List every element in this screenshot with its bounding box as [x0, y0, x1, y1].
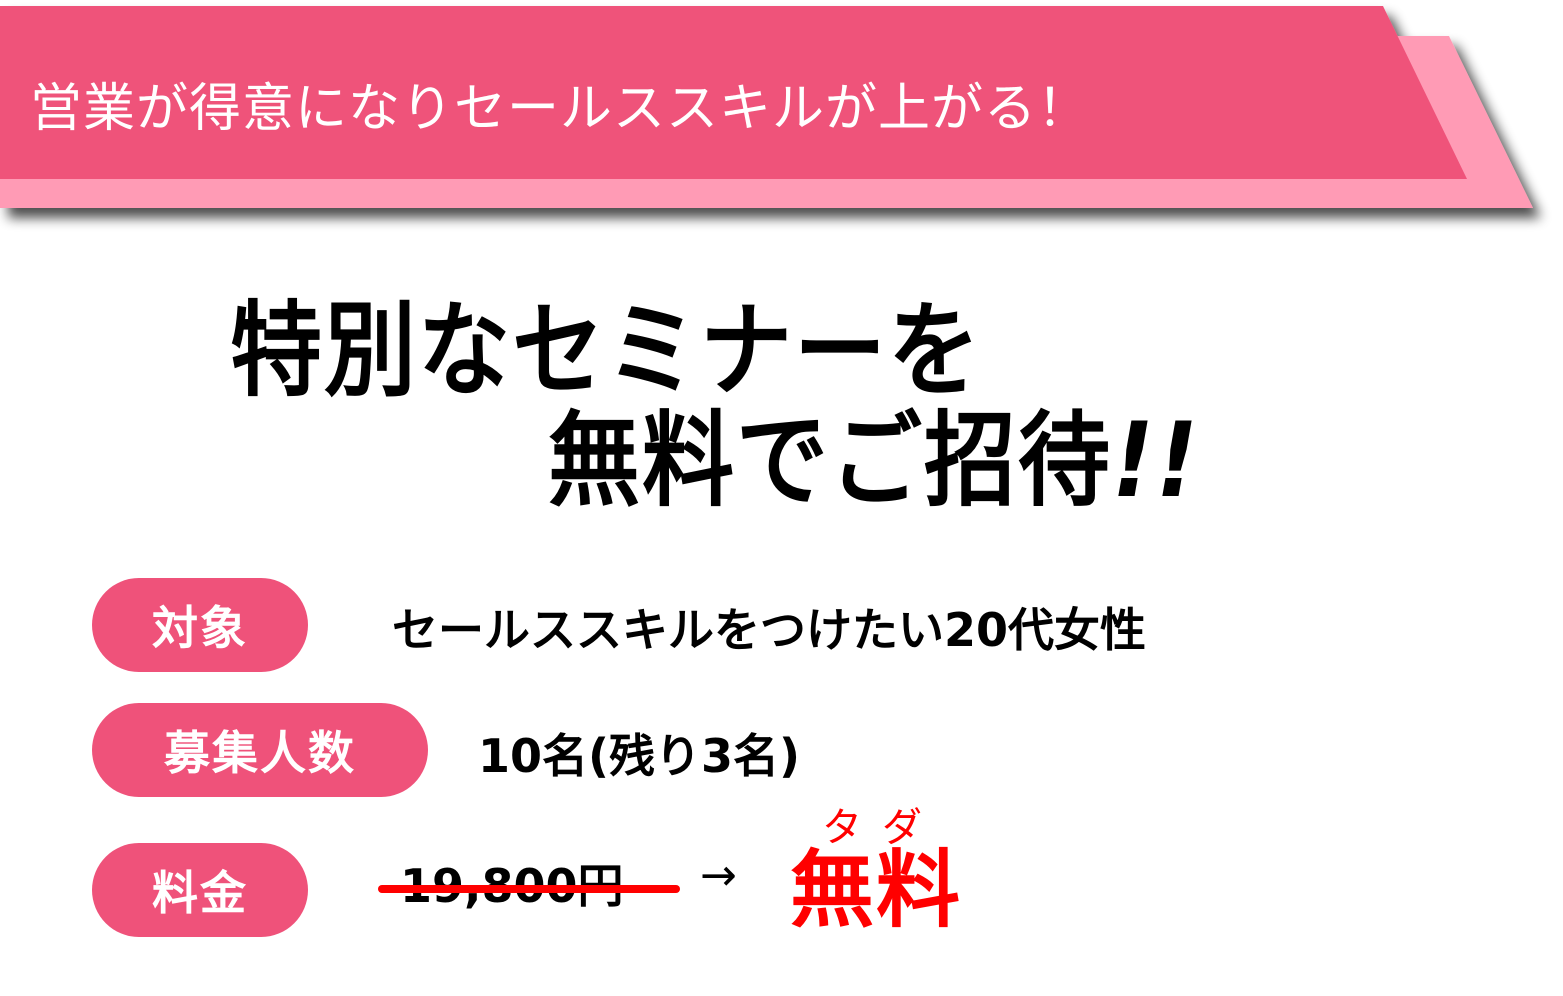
label-pill-price: 料金: [92, 843, 308, 937]
capacity-value: 10名(残り3名): [478, 729, 801, 783]
strikethrough-line: [378, 885, 680, 893]
headline-exclamation: !!: [1112, 401, 1200, 521]
headline-line-1: 特別なセミナーを: [230, 291, 983, 411]
banner-title: 営業が得意になりセールススキルが上がる！: [30, 79, 1091, 139]
free-ruby-reading: タダ: [822, 805, 942, 851]
title-banner: 営業が得意になりセールススキルが上がる！: [0, 0, 1563, 240]
headline-line-2-text: 無料でご招待: [548, 401, 1113, 521]
headline-line-2: 無料でご招待!!: [548, 409, 1200, 513]
original-price: 19,800円: [400, 850, 624, 916]
free-price: 無料: [790, 841, 963, 939]
label-pill-capacity: 募集人数: [92, 703, 428, 797]
banner-ribbon-shape: [0, 6, 1533, 208]
label-pill-target: 対象: [92, 578, 308, 672]
target-value: セールススキルをつけたい20代女性: [392, 603, 1147, 657]
right-arrow-icon: →: [700, 850, 737, 901]
